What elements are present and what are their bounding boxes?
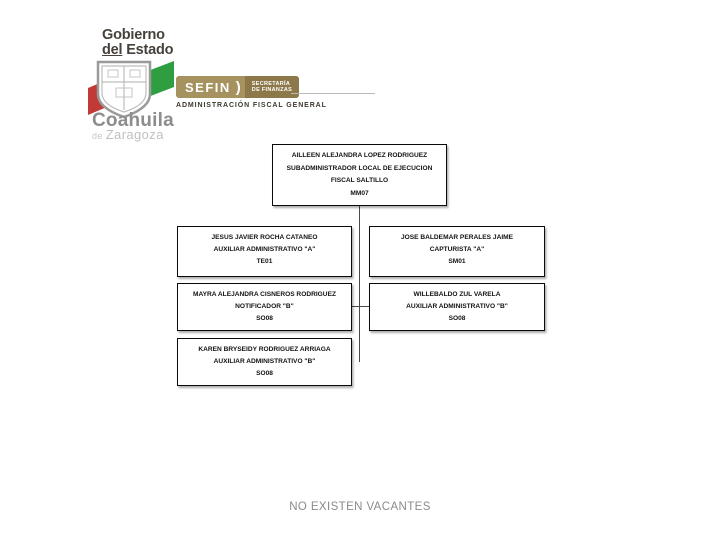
position-title: NOTIFICADOR "B" — [235, 303, 294, 310]
position-title: AUXILIAR ADMINISTRATIVO "A" — [213, 246, 316, 253]
org-node: JOSE BALDEMAR PERALES JAIME CAPTURISTA "… — [369, 226, 545, 277]
org-node-root: AILLEEN ALEJANDRA LOPEZ RODRIGUEZ SUBADM… — [272, 144, 447, 206]
gobierno-del-estado-logo: Gobierno del Estado — [102, 27, 174, 58]
employee-name: AILLEEN ALEJANDRA LOPEZ RODRIGUEZ — [291, 152, 428, 159]
zaragoza-wordmark: de Zaragoza — [92, 127, 164, 142]
org-node: KAREN BRYSEIDY RODRIGUEZ ARRIAGA AUXILIA… — [177, 338, 352, 386]
position-code: SM01 — [448, 258, 466, 265]
position-code: TE01 — [256, 258, 273, 265]
sefin-secretariat-label: SECRETARÍA DE FINANZAS — [244, 76, 300, 98]
gobierno-line2: del Estado — [102, 42, 174, 58]
connector-horizontal-row2 — [352, 306, 369, 307]
position-title: FISCAL SALTILLO — [330, 177, 389, 184]
position-title: SUBADMINISTRADOR LOCAL DE EJECUCION — [286, 164, 433, 172]
coahuila-coat-of-arms-icon — [88, 58, 176, 120]
employee-name: WILLEBALDO ZUL VARELA — [413, 291, 501, 298]
position-title: AUXILIAR ADMINISTRATIVO "B" — [406, 303, 508, 310]
employee-name: MAYRA ALEJANDRA CISNEROS RODRIGUEZ — [193, 291, 336, 298]
position-code: SO08 — [448, 315, 466, 322]
employee-name: JOSE BALDEMAR PERALES JAIME — [400, 234, 514, 241]
position-code: MM07 — [350, 189, 369, 197]
coahuila-wordmark: Coahuila — [92, 110, 174, 131]
connector-vertical-spine — [359, 206, 360, 362]
header-divider-line — [291, 93, 375, 94]
sefin-separator-icon: ) — [235, 76, 245, 98]
org-node: WILLEBALDO ZUL VARELA AUXILIAR ADMINISTR… — [369, 283, 545, 331]
vacancies-note: NO EXISTEN VACANTES — [289, 501, 431, 513]
sefin-logo: SEFIN ) SECRETARÍA DE FINANZAS — [176, 76, 300, 98]
sefin-acronym: SEFIN — [176, 76, 236, 98]
org-node: JESUS JAVIER ROCHA CATANEO AUXILIAR ADMI… — [177, 226, 352, 277]
position-title: AUXILIAR ADMINISTRATIVO "B" — [213, 358, 316, 365]
gobierno-line1: Gobierno — [102, 27, 165, 43]
org-node: MAYRA ALEJANDRA CISNEROS RODRIGUEZ NOTIF… — [177, 283, 352, 331]
department-title: ADMINISTRACIÓN FISCAL GENERAL — [176, 102, 327, 109]
position-code: SO08 — [256, 315, 273, 322]
employee-name: JESUS JAVIER ROCHA CATANEO — [211, 234, 318, 241]
position-code: SO08 — [256, 370, 273, 377]
position-title: CAPTURISTA "A" — [429, 246, 485, 253]
employee-name: KAREN BRYSEIDY RODRIGUEZ ARRIAGA — [198, 346, 331, 353]
